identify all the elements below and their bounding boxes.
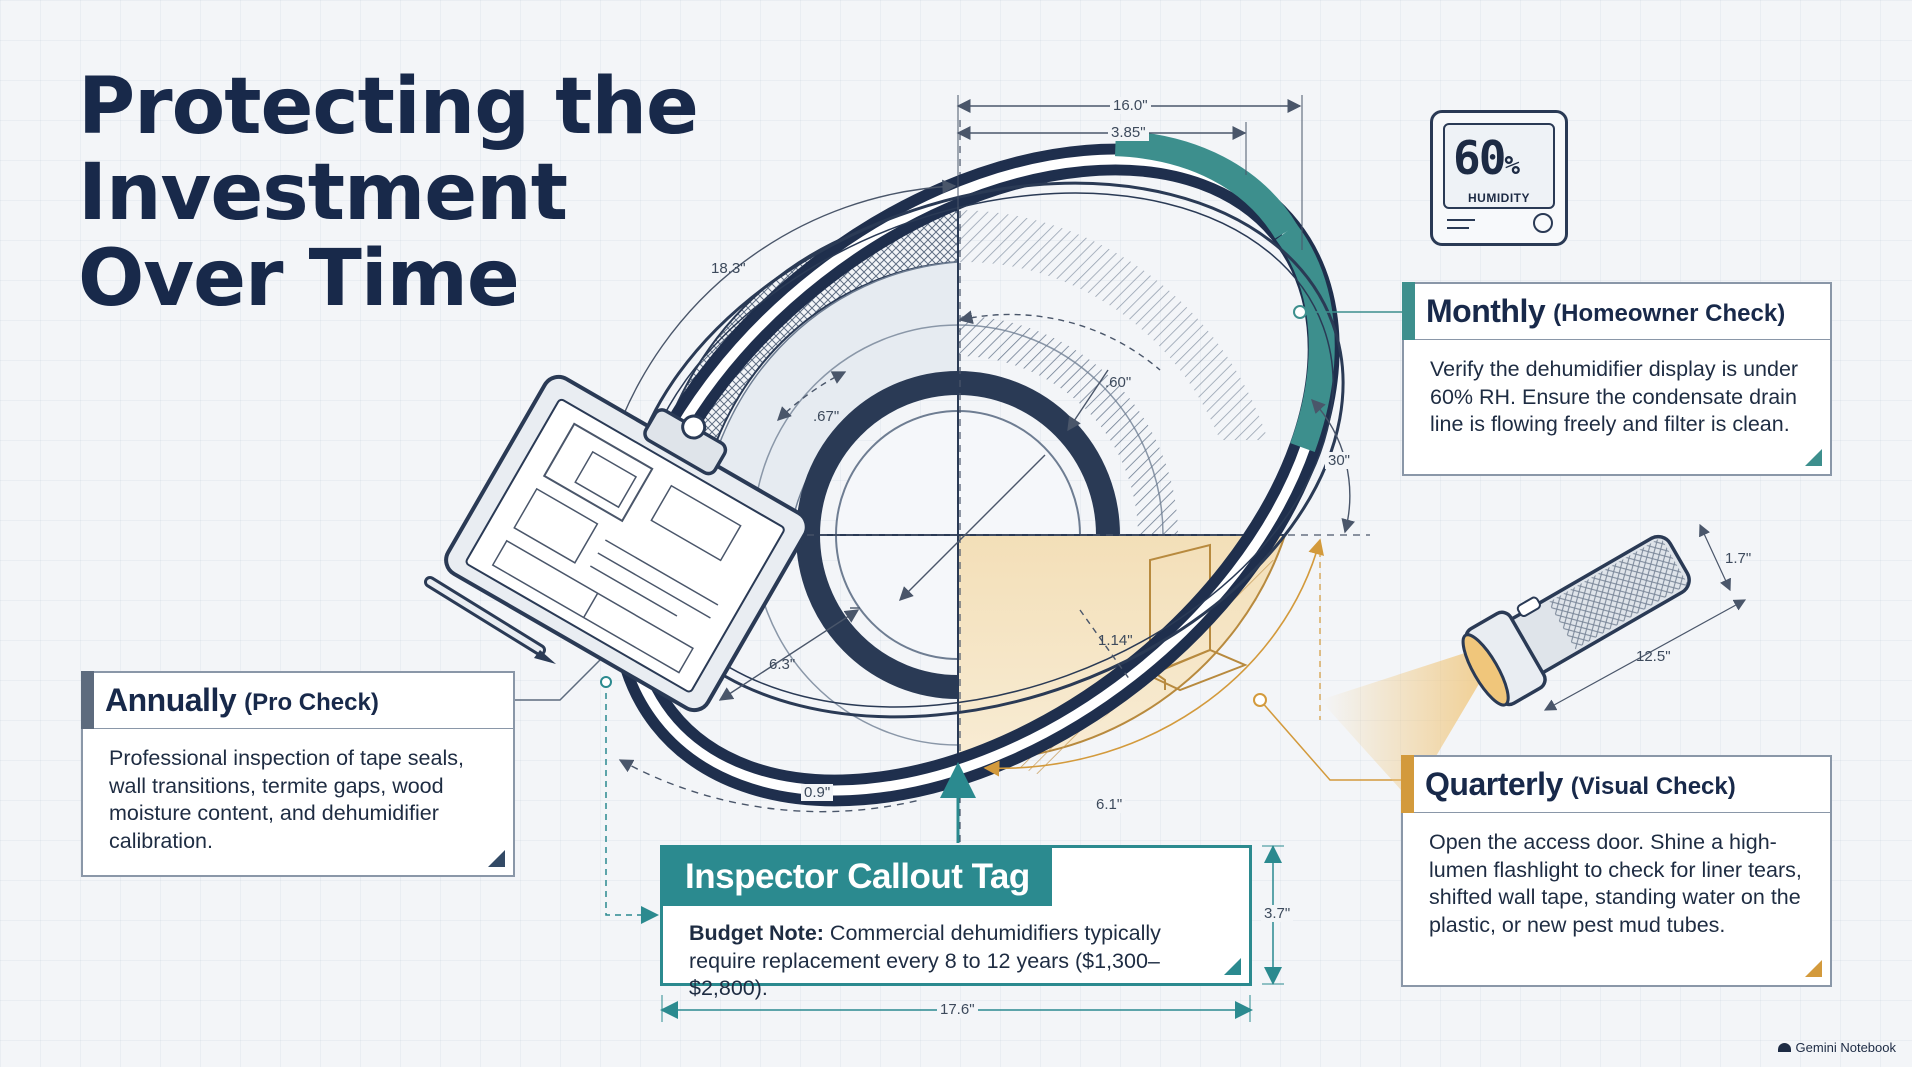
annually-heading: Annually	[105, 682, 237, 718]
monthly-heading: Monthly	[1426, 293, 1546, 329]
annually-card-header: Annually (Pro Check)	[81, 671, 513, 729]
title-line-3: Over Time	[78, 234, 520, 324]
dimension-label: 3.7"	[1261, 905, 1294, 922]
quarterly-check-card: Quarterly (Visual Check) Open the access…	[1401, 755, 1832, 987]
title-line-1: Protecting the	[78, 62, 699, 152]
hygrometer-screen: 60% HUMIDITY	[1443, 123, 1555, 209]
monthly-card-header: Monthly (Homeowner Check)	[1402, 282, 1830, 340]
corner-triangle-icon	[1224, 958, 1241, 975]
dimension-label: .67"	[813, 408, 840, 425]
dimension-label: 17.6"	[937, 1001, 978, 1018]
humidity-label: HUMIDITY	[1468, 191, 1530, 205]
dimension-label: 6.1"	[1093, 796, 1126, 813]
flashlight-icon	[1461, 534, 1691, 707]
brand-watermark: Gemini Notebook	[1777, 1040, 1896, 1055]
annually-subheading: (Pro Check)	[244, 689, 379, 716]
quarterly-subheading: (Visual Check)	[1570, 773, 1736, 800]
brand-name: Gemini Notebook	[1795, 1040, 1896, 1055]
monthly-body: Verify the dehumidifier display is under…	[1430, 357, 1799, 436]
dimension-label: 1.14"	[1098, 632, 1133, 649]
dimension-label: 3.85"	[1108, 124, 1149, 141]
dimension-label: 18.3"	[711, 260, 746, 277]
hygrometer-icon: 60% HUMIDITY	[1430, 110, 1568, 246]
annually-body: Professional inspection of tape seals, w…	[109, 746, 464, 853]
quarterly-card-header: Quarterly (Visual Check)	[1401, 755, 1830, 813]
dimension-label: 0.9"	[801, 784, 834, 801]
pen-icon	[424, 576, 556, 664]
monthly-check-card: Monthly (Homeowner Check) Verify the deh…	[1402, 282, 1832, 476]
hygrometer-knob	[1533, 213, 1553, 233]
annually-check-card: Annually (Pro Check) Professional inspec…	[81, 671, 515, 877]
dimension-label: .60"	[1105, 374, 1132, 391]
budget-note-text: Commercial dehumidifiers typically requi…	[689, 921, 1161, 1000]
quarterly-body: Open the access door. Shine a high-lumen…	[1429, 830, 1802, 937]
page-title: Protecting the Investment Over Time	[78, 64, 718, 322]
dimension-label: 6.3"	[769, 656, 796, 673]
title-line-2: Investment	[78, 148, 568, 238]
quarterly-heading: Quarterly	[1425, 766, 1563, 802]
inspector-callout-tag: Inspector Callout Tag	[663, 848, 1052, 906]
clipboard-icon	[444, 374, 809, 713]
inspector-callout-card: Inspector Callout Tag Budget Note: Comme…	[660, 845, 1252, 1000]
budget-note-label: Budget Note:	[689, 921, 824, 945]
dimension-label: 30"	[1325, 452, 1354, 469]
monthly-subheading: (Homeowner Check)	[1553, 300, 1786, 327]
brand-logo-icon	[1777, 1043, 1791, 1052]
corner-triangle-icon	[488, 850, 505, 867]
dimension-label: 1.7"	[1725, 550, 1752, 567]
dimension-label: 12.5"	[1636, 648, 1671, 665]
corner-triangle-icon	[1805, 449, 1822, 466]
budget-note: Budget Note: Commercial dehumidifiers ty…	[689, 920, 1223, 1003]
corner-triangle-icon	[1805, 960, 1822, 977]
dimension-label: 16.0"	[1110, 97, 1151, 114]
humidity-reading: 60%	[1453, 131, 1520, 185]
